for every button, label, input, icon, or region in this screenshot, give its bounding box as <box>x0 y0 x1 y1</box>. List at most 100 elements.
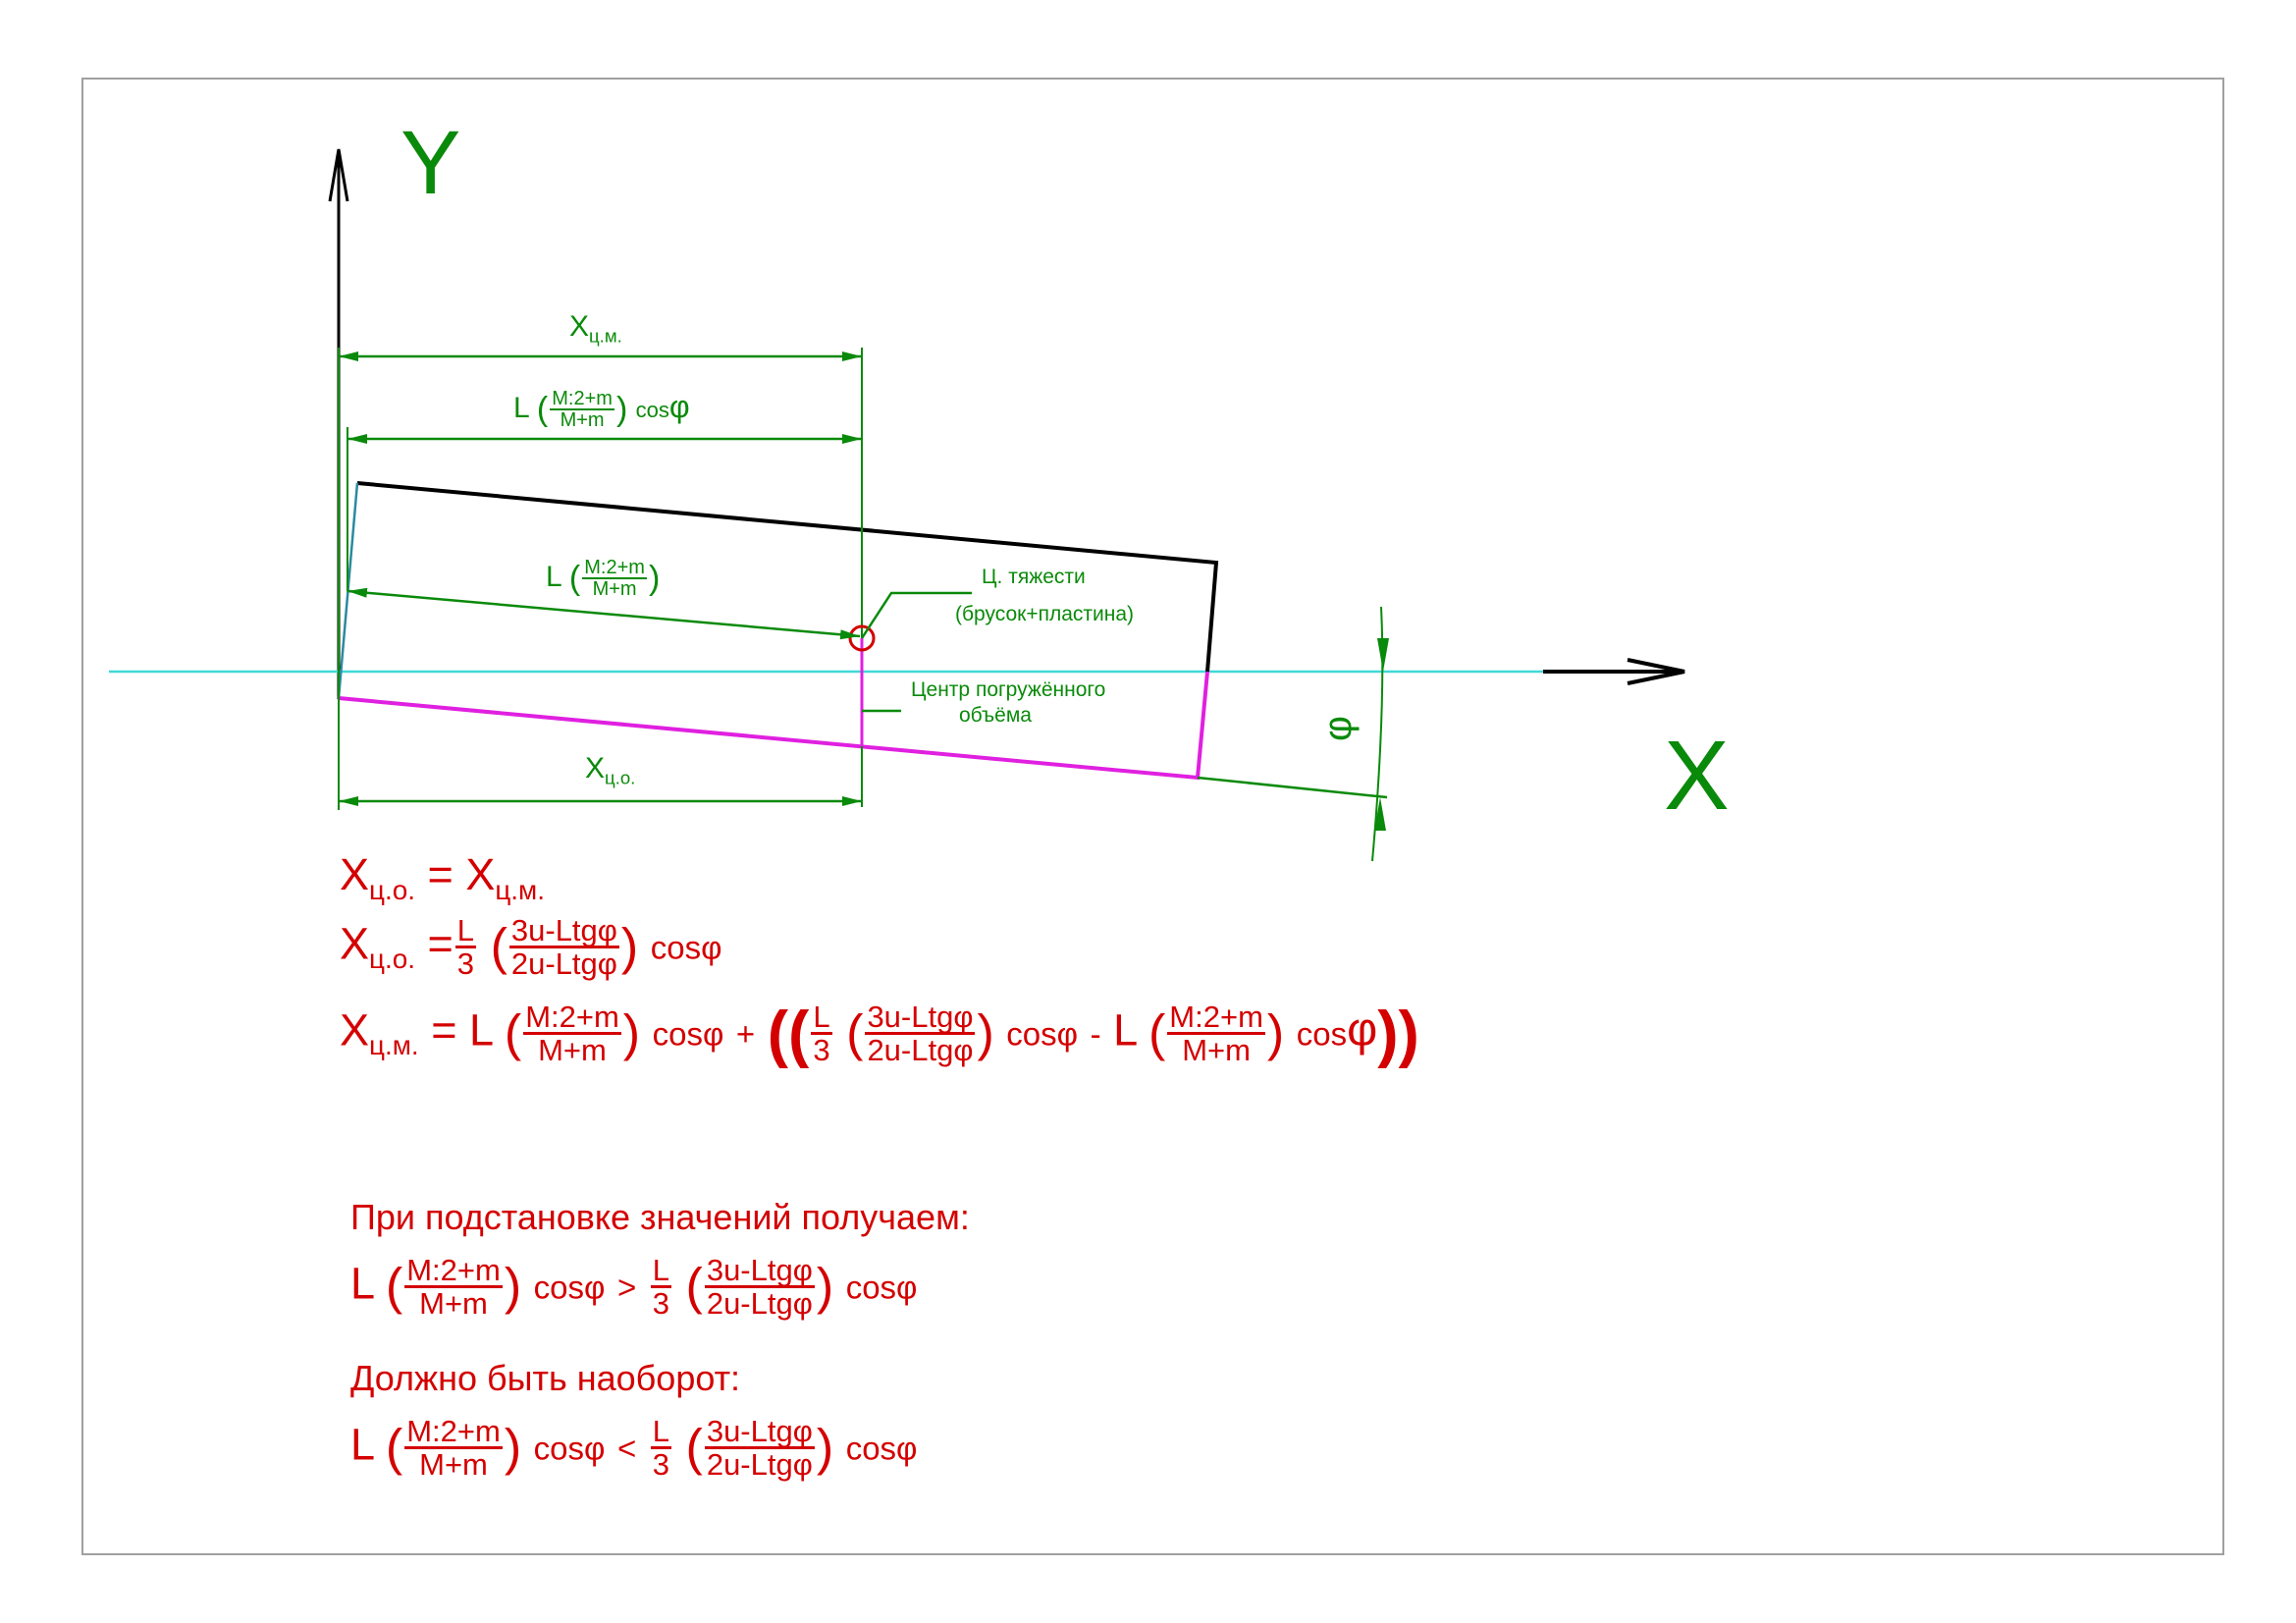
denominator: M+m <box>538 1033 607 1067</box>
angle-arrow-bottom-icon <box>1374 797 1386 831</box>
paren: ) <box>816 1419 834 1477</box>
x-subscript: ц.о. <box>369 944 415 975</box>
x-symbol: X <box>569 310 590 343</box>
x-subscript: ц.о. <box>369 874 415 905</box>
numerator: 3u-Ltgφ <box>865 1000 976 1035</box>
numerator: M:2+m <box>404 1253 503 1288</box>
dim-l-slant <box>347 587 861 640</box>
denominator: 2u-Ltgφ <box>867 1033 974 1067</box>
x-subscript: ц.м. <box>495 874 545 905</box>
denominator: 2u-Ltgφ <box>706 1447 813 1482</box>
l-symbol: L <box>350 1419 374 1470</box>
x-symbol: X <box>340 918 370 969</box>
denominator: 3 <box>652 1447 669 1482</box>
paren: ( <box>385 1258 403 1316</box>
denominator: 2u-Ltgφ <box>510 947 617 981</box>
less-than: < <box>616 1430 637 1467</box>
x-symbol: X <box>340 849 370 899</box>
numerator: 3u-Ltgφ <box>704 1253 815 1288</box>
sheet-frame <box>81 78 2224 1555</box>
numerator: M:2+m <box>404 1414 503 1449</box>
paren: (( <box>767 998 810 1069</box>
cg-leader <box>860 591 972 639</box>
cos-text: cos <box>635 397 669 422</box>
denominator: 3 <box>652 1286 669 1321</box>
angle-arc <box>1371 606 1384 862</box>
cb-note-line1: Центр погружённого <box>911 678 1106 701</box>
paren: ( <box>504 1004 522 1062</box>
paren: ) <box>504 1258 522 1316</box>
cg-note-line1: Ц. тяжести <box>982 566 1086 588</box>
greater-than: > <box>616 1269 637 1306</box>
cb-note-line2: объёма <box>959 704 1032 727</box>
cos-term: cosφ <box>533 1269 606 1306</box>
angle-extension-line <box>1197 776 1388 799</box>
phi-symbol: φ <box>668 388 690 424</box>
x-symbol: X <box>340 1004 370 1055</box>
angle-label: φ <box>1315 716 1360 741</box>
formula-equality: Xц.о. = Xц.м. <box>340 852 545 904</box>
cos-term: cosφ <box>652 1015 724 1053</box>
numerator: L <box>811 1000 832 1035</box>
equals: = <box>427 918 454 969</box>
angle-arrow-top-icon <box>1377 638 1389 672</box>
denominator: M+m <box>419 1286 488 1321</box>
equals: = <box>431 1004 457 1055</box>
denominator: M+m <box>419 1447 488 1482</box>
x-subscript: ц.м. <box>589 325 622 347</box>
denominator: 3 <box>813 1033 830 1067</box>
y-axis-arrow-icon <box>328 148 349 202</box>
plus: + <box>735 1015 756 1053</box>
l-symbol: L <box>468 1004 493 1055</box>
cos-term: cosφ <box>533 1430 606 1467</box>
x-subscript: ц.м. <box>369 1030 419 1061</box>
cos-term: cosφ <box>650 929 722 966</box>
paren: ) <box>620 918 639 976</box>
dim-label-x-co: Xц.о. <box>585 754 635 787</box>
phi-symbol: φ <box>1347 1003 1378 1056</box>
denominator: 2u-Ltgφ <box>706 1286 813 1321</box>
paren: ) <box>615 391 628 428</box>
paren: ) <box>504 1419 522 1477</box>
should-be-text: Должно быть наоборот: <box>350 1358 741 1398</box>
paren: ( <box>846 1004 864 1062</box>
paren: ( <box>685 1258 703 1316</box>
denominator: M+m <box>592 578 637 600</box>
x-axis-arrow-icon <box>1627 658 1685 685</box>
paren: ( <box>536 391 549 428</box>
paren: )) <box>1377 998 1419 1069</box>
l-symbol: L <box>1113 1004 1137 1055</box>
paren: ( <box>568 560 581 597</box>
paren: ) <box>977 1004 994 1062</box>
numerator: 3u-Ltgφ <box>508 913 619 948</box>
cg-note-line2: (брусок+пластина) <box>955 603 1135 625</box>
cos-term: cosφ <box>845 1269 918 1306</box>
numerator: 3u-Ltgφ <box>704 1414 815 1449</box>
cos-text: cos <box>1296 1015 1348 1053</box>
denominator: 3 <box>456 947 475 981</box>
denominator: M+m <box>1182 1033 1251 1067</box>
minus: - <box>1090 1015 1101 1053</box>
cos-term: cosφ <box>1006 1015 1079 1053</box>
numerator: M:2+m <box>1167 1000 1265 1035</box>
x-symbol: X <box>585 752 606 784</box>
